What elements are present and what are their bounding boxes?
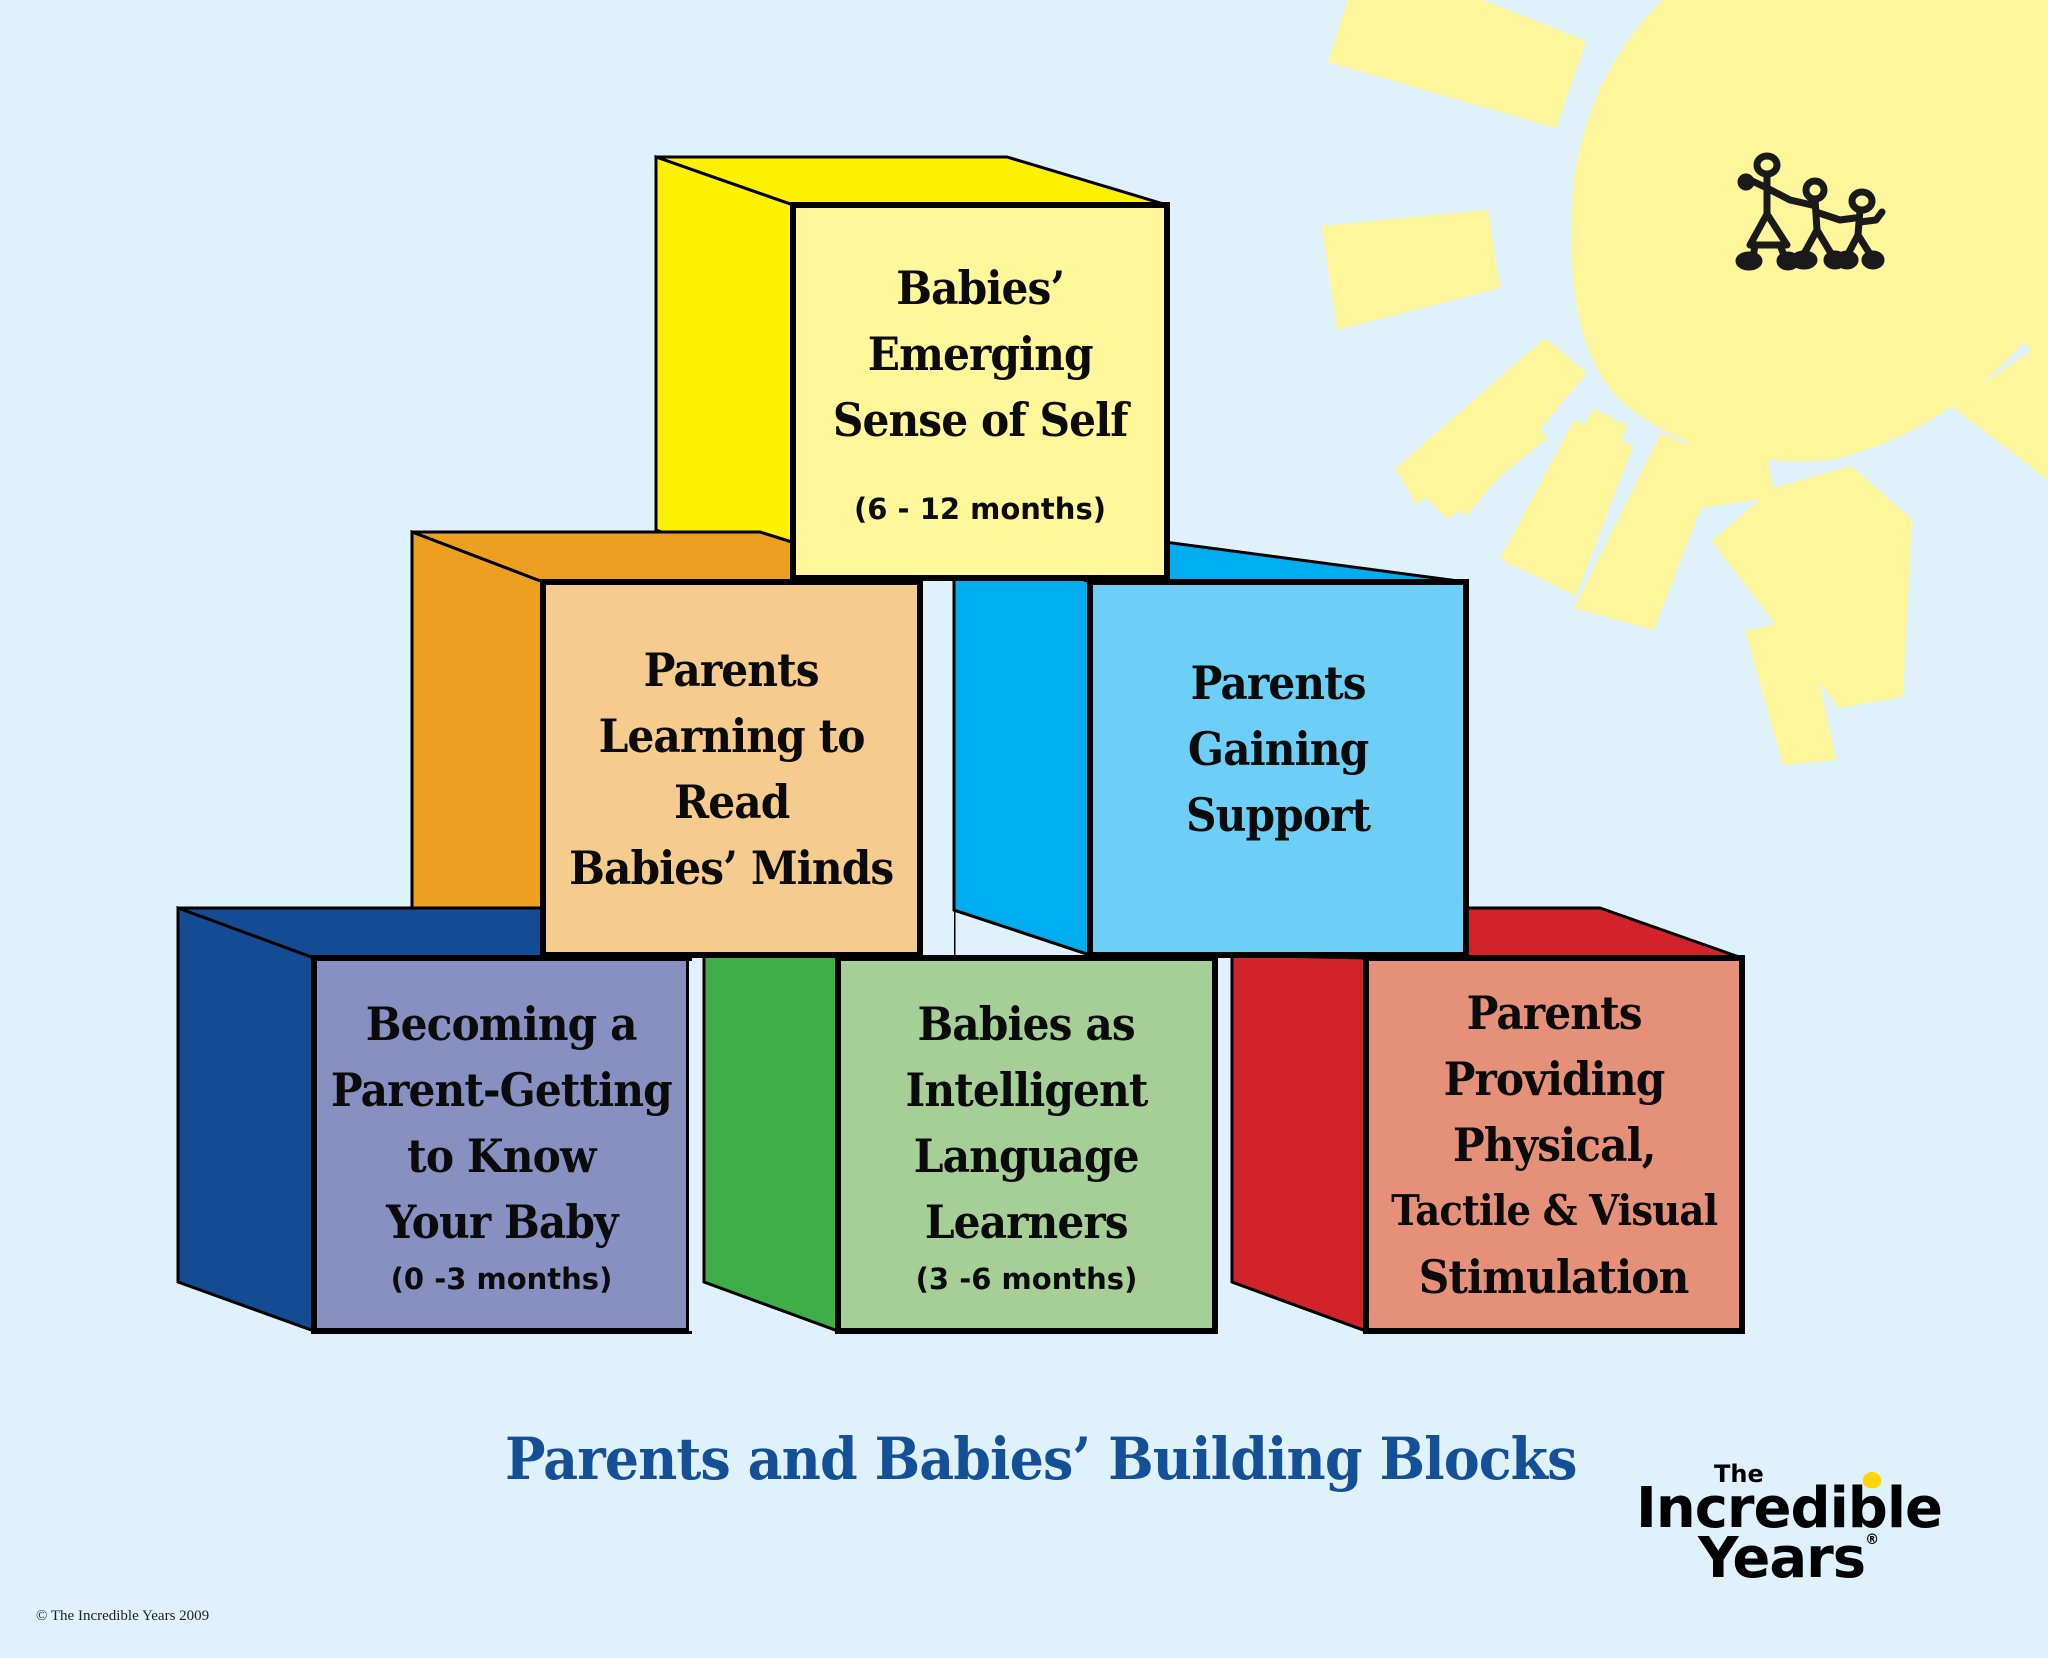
block-middle-left-line-4: Babies’ Minds [569, 840, 894, 895]
block-middle-right-side [952, 532, 1092, 958]
block-bottom-left-line-3: to Know [407, 1128, 596, 1183]
block-bottom-center-line-4: Learners [925, 1194, 1129, 1249]
block-middle-left-face-bg [540, 579, 923, 958]
block-top-line-1: Babies’ [896, 261, 1065, 315]
block-bottom-right-line-4: Tactile & Visual [1390, 1185, 1718, 1235]
block-bottom-right-side [1230, 953, 1368, 1334]
block-bottom-right-line-3: Physical, [1452, 1117, 1657, 1172]
block-middle-right-face-bg2 [1087, 579, 1469, 958]
block-bottom-center-line-2: Intelligent [905, 1062, 1149, 1117]
block-top-line-3: Sense of Self [832, 393, 1129, 447]
block-middle-left-line-3: Read [673, 774, 790, 829]
sun-rays-extra-icon [1606, 450, 1712, 610]
block-bottom-left-line-2: Parent-Getting [331, 1062, 673, 1117]
block-middle-left-line-2: Learning to [598, 708, 866, 763]
block-middle-left: Parents Learning to Read Babies’ Minds [546, 585, 917, 952]
block-top-age: (6 - 12 months) [854, 492, 1106, 526]
logo-incredible: Incredible [1636, 1476, 1943, 1541]
block-bottom-left-line-1: Becoming a [366, 996, 638, 1051]
block-bottom-right-line-5: Stimulation [1419, 1249, 1690, 1304]
family-stick-figures-icon [1735, 152, 1886, 271]
block-top: Babies’ Emerging Sense of Self (6 - 12 m… [796, 255, 1164, 575]
logo-the: The [1714, 1460, 1764, 1488]
block-bottom-left-sides [176, 905, 692, 1334]
block-top-line-2: Emerging [867, 327, 1094, 381]
block-bottom-right-line-1: Parents [1466, 985, 1642, 1040]
logo-sun-icon [1863, 1472, 1881, 1488]
block-bottom-left-line-4: Your Baby [385, 1194, 619, 1249]
registered-mark: ® [1865, 1532, 1879, 1548]
block-bottom-right: Parents Providing Physical, Tactile & Vi… [1369, 961, 1739, 1328]
sun-rays-icon [1322, 0, 2048, 596]
block-bottom-center-line-1: Babies as [917, 996, 1136, 1051]
block-middle-right-line-2: Gaining [1187, 721, 1369, 776]
logo-years-text: Years [1698, 1526, 1866, 1591]
block-bottom-left: Becoming a Parent-Getting to Know Your B… [317, 961, 686, 1328]
gap-sliver [1215, 961, 1232, 1331]
logo-years: Years® [1698, 1526, 1879, 1591]
block-bottom-center-age: (3 -6 months) [915, 1261, 1138, 1296]
block-bottom-right-face-bg [1363, 955, 1745, 1334]
block-top-face-bg [790, 202, 1170, 581]
block-middle-right-line-3: Support [1185, 787, 1371, 842]
block-bottom-center-face-bg [835, 955, 1218, 1334]
block-bottom-left-age: (0 -3 months) [390, 1261, 613, 1296]
gap-sliver [920, 585, 933, 955]
page-title: Parents and Babies’ Building Blocks [505, 1425, 1577, 1493]
copyright-notice: © The Incredible Years 2009 [36, 1608, 210, 1624]
block-bottom-right-line-2: Providing [1443, 1051, 1666, 1106]
block-bottom-center-line-3: Language [914, 1128, 1140, 1183]
block-bottom-center-side [702, 905, 840, 1334]
block-middle-left-line-1: Parents [643, 642, 820, 697]
gap-sliver [689, 961, 704, 1331]
block-middle-right-line-1: Parents [1190, 655, 1366, 710]
gap-sliver [933, 585, 954, 955]
block-middle-right: Parents Gaining Support [1093, 585, 1463, 952]
block-bottom-center: Babies as Intelligent Language Learners … [841, 961, 1212, 1328]
